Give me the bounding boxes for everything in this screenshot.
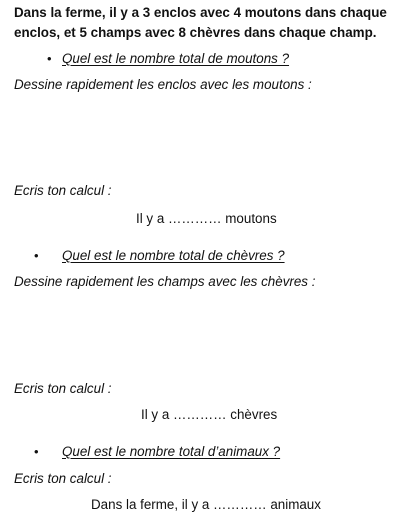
question-goats-total: Quel est le nombre total de chèvres ? [62,248,285,263]
bullet-icon: • [34,248,39,263]
drawing-area-enclosures[interactable] [14,98,394,178]
instruction-write-calculation-1: Ecris ton calcul : [14,183,112,198]
instruction-draw-fields: Dessine rapidement les champs avec les c… [14,274,316,289]
instruction-write-calculation-3: Ecris ton calcul : [14,471,112,486]
question-animals-total: Quel est le nombre total d’animaux ? [62,444,281,459]
problem-statement: Dans la ferme, il y a 3 enclos avec 4 mo… [14,5,387,40]
bullet-icon: • [34,444,39,459]
instruction-draw-enclosures: Dessine rapidement les enclos avec les m… [14,77,312,92]
drawing-area-fields[interactable] [14,295,394,375]
answer-sheep-total: Il y a ………… moutons [136,211,277,226]
question-sheep-total: Quel est le nombre total de moutons ? [62,51,290,66]
answer-animals-total: Dans la ferme, il y a ………… animaux [91,497,321,512]
answer-goats-total: Il y a ………… chèvres [141,407,278,422]
bullet-icon: • [47,51,52,66]
instruction-write-calculation-2: Ecris ton calcul : [14,381,112,396]
